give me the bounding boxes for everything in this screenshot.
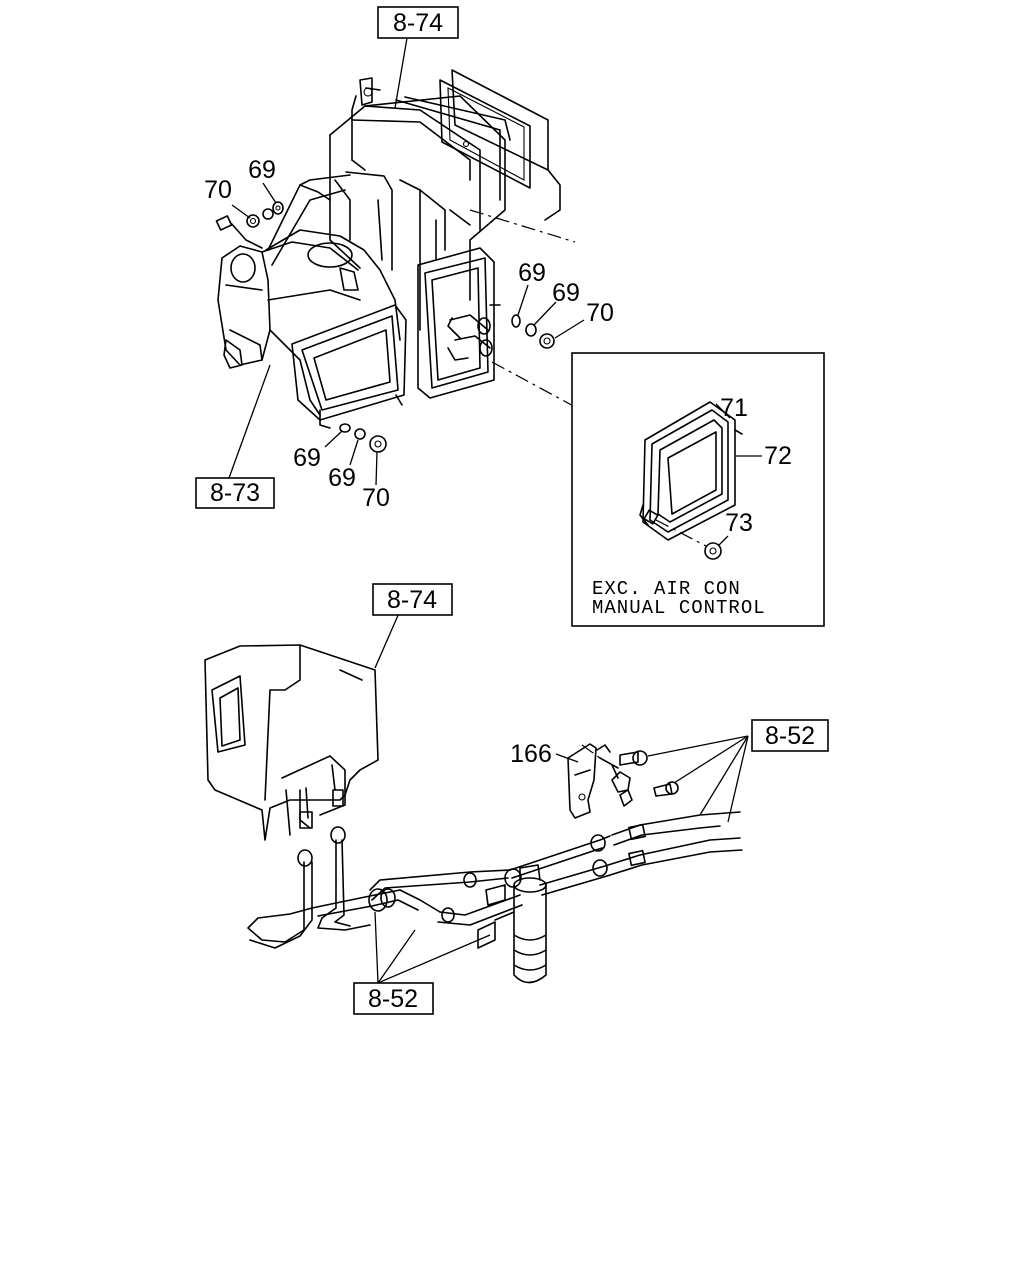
nut-73 — [704, 542, 722, 560]
label-69-a: 69 — [248, 156, 276, 184]
label-166: 166 — [510, 740, 552, 768]
ref-8-74-top: 8-74 — [393, 9, 443, 37]
ref-8-52-right: 8-52 — [765, 722, 815, 750]
label-69-c: 69 — [552, 279, 580, 307]
inset-note-line2: MANUAL CONTROL — [592, 597, 766, 619]
part-labels: 70 69 69 69 70 69 69 70 71 72 73 166 — [204, 156, 792, 768]
leader-lines-bottom — [374, 612, 749, 984]
dash-166 — [581, 744, 601, 759]
blower-housing — [217, 174, 407, 429]
inset-note-line1: EXC. AIR CON — [592, 578, 741, 600]
ref-8-74-bottom: 8-74 — [387, 586, 437, 614]
ref-box-8-52-bottom: 8-52 — [353, 982, 434, 1015]
receiver-drier — [477, 864, 547, 984]
heater-blower-assembly — [215, 69, 641, 453]
ref-box-8-74-bottom: 8-74 — [372, 583, 453, 616]
heater-side-panel — [417, 247, 501, 399]
label-69-d: 69 — [293, 444, 321, 472]
wire-connector — [215, 215, 263, 249]
label-70-b: 70 — [586, 299, 614, 327]
ref-8-52-bottom: 8-52 — [368, 985, 418, 1013]
bracket-166 — [567, 743, 611, 819]
ac-piping-assembly — [204, 644, 743, 984]
seal-part — [639, 401, 743, 541]
clips-bolts — [599, 750, 679, 807]
label-70-c: 70 — [362, 484, 390, 512]
ref-box-8-74-top: 8-74 — [377, 6, 459, 39]
label-69-e: 69 — [328, 464, 356, 492]
label-69-b: 69 — [518, 259, 546, 287]
label-71: 71 — [720, 394, 748, 422]
pipes — [247, 787, 743, 949]
ref-box-8-73: 8-73 — [195, 477, 275, 509]
heater-box — [329, 77, 511, 331]
filter-housing — [439, 69, 576, 243]
heater-unit-outline — [204, 644, 379, 841]
ref-box-8-52-right: 8-52 — [751, 719, 829, 752]
leader-lines-top — [228, 37, 585, 486]
ref-8-73: 8-73 — [210, 479, 260, 507]
fasteners-top — [246, 201, 555, 453]
inset-box — [571, 352, 825, 627]
label-73: 73 — [725, 509, 753, 537]
label-70-a: 70 — [204, 176, 232, 204]
label-72: 72 — [764, 442, 792, 470]
